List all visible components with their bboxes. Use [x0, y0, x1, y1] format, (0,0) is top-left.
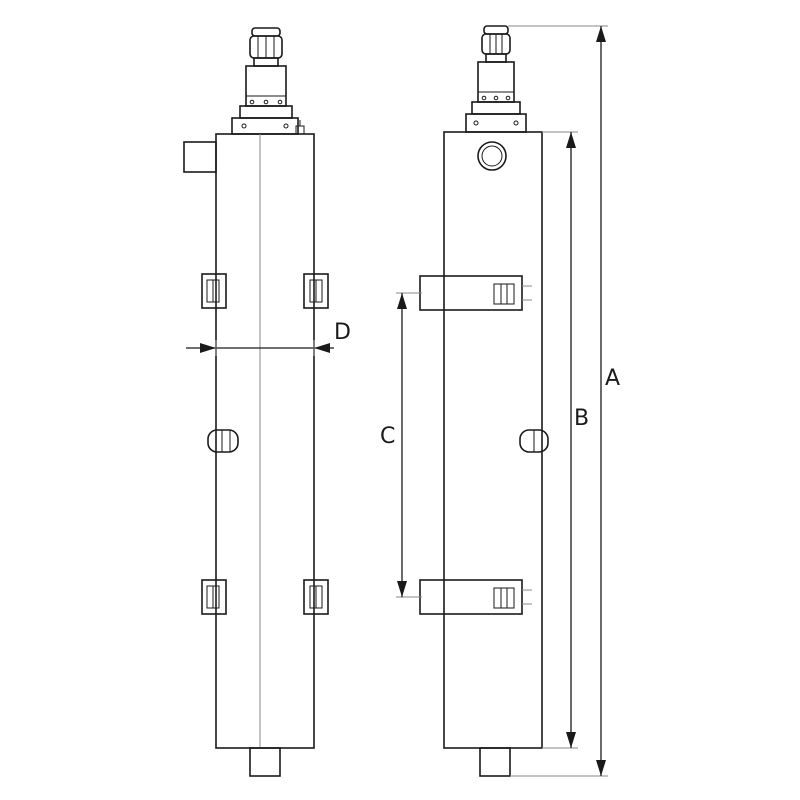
- front-middle-knob: [519, 429, 549, 453]
- side-clamp-upper-right: [303, 273, 329, 309]
- side-clamp-lower-left: [201, 579, 227, 615]
- side-cable-gland: [249, 27, 283, 67]
- side-view: [183, 27, 329, 777]
- dimension-a-label: A: [605, 366, 620, 391]
- dimension-a: A: [508, 25, 620, 777]
- side-bottom-outlet: [249, 747, 281, 777]
- dimension-c: C: [380, 292, 422, 598]
- front-motor-housing: [465, 61, 527, 133]
- dimension-b: B: [542, 131, 589, 749]
- side-inlet-port: [183, 141, 217, 173]
- side-clamp-lower-right: [303, 579, 329, 615]
- side-clamp-upper-left: [201, 273, 227, 309]
- dimension-d-label: D: [334, 320, 351, 345]
- dimension-b-label: B: [574, 406, 589, 431]
- front-body: [443, 131, 543, 749]
- front-view: [419, 25, 549, 777]
- front-bracket-lower: [419, 579, 532, 615]
- dimension-d: D: [186, 320, 351, 356]
- dimension-c-label: C: [380, 424, 395, 449]
- side-middle-knob: [207, 429, 239, 453]
- front-bottom-outlet: [479, 747, 511, 777]
- front-bracket-upper: [419, 275, 532, 311]
- side-body: [215, 133, 315, 749]
- side-motor-housing: [231, 65, 299, 135]
- front-inlet-port: [477, 141, 507, 171]
- front-cable-gland: [481, 25, 511, 63]
